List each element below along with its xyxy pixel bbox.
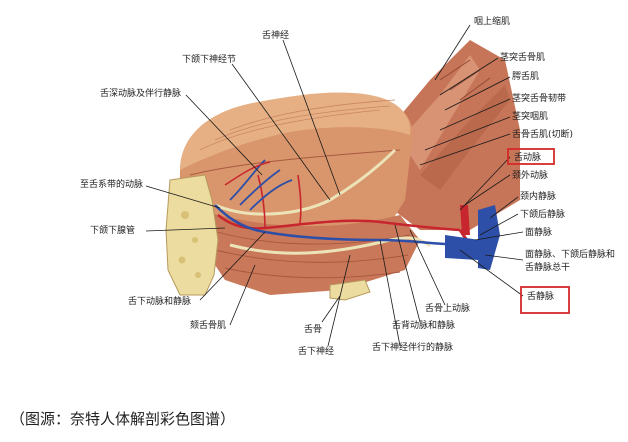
lingual-artery-path: [217, 214, 461, 232]
label-external-carotid: 颈外动脉: [512, 169, 548, 181]
mandible-bone: [165, 174, 219, 296]
label-common-trunk-line1: 面静脉、下颌后静脉和: [525, 248, 615, 260]
labels: 咽上缩肌 茎突舌骨肌 腭舌肌 茎突舌骨韧带 茎突咽肌 舌骨舌肌(切断) 舌动脉 …: [80, 15, 615, 357]
label-genioglossus: 颏舌骨肌: [190, 319, 226, 331]
label-suprahyoid-artery: 舌骨上动脉: [425, 302, 470, 314]
anatomy-illustration: [165, 40, 520, 301]
highlight-box-lingual-artery: [507, 148, 555, 165]
label-internal-jugular: 颈内静脉: [520, 190, 556, 202]
label-stylopharyngeus: 茎突咽肌: [512, 110, 548, 122]
label-submandibular-duct: 下颌下腺管: [90, 224, 135, 236]
label-styloglossus: 茎突舌骨肌: [500, 51, 545, 63]
label-lingual-vein: 舌静脉: [527, 290, 554, 302]
tongue-dorsum: [180, 92, 411, 170]
label-lingual-nerve: 舌神经: [262, 29, 289, 41]
leader-lines: [145, 24, 524, 347]
label-sublingual-vessels: 舌下动脉和静脉: [128, 295, 191, 307]
label-pharyngeal-constrictor: 咽上缩肌: [474, 15, 510, 27]
figure-caption: （图源：奈特人体解剖彩色图谱）: [10, 410, 236, 428]
highlight-box-lingual-vein: [520, 286, 570, 314]
label-hypoglossal-nerve: 舌下神经: [298, 345, 334, 357]
label-stylohyoid-ligament: 茎突舌骨韧带: [512, 92, 566, 104]
label-palatoglossus: 腭舌肌: [512, 71, 539, 82]
hypoglossal-nerve-path: [229, 236, 431, 255]
label-common-trunk-line2: 舌静脉总干: [525, 261, 570, 273]
label-submandibular-ganglion: 下颌下神经节: [182, 53, 236, 65]
label-frenulum-artery: 至舌系带的动脉: [80, 178, 143, 190]
label-retromandibular-vein: 下颌后静脉: [520, 208, 565, 220]
pharyngeal-muscle-mass: [380, 40, 520, 230]
label-dorsal-lingual: 舌背动脉和静脉: [392, 319, 455, 331]
label-facial-vein: 面静脉: [525, 226, 552, 238]
label-hyoid: 舌骨: [304, 324, 322, 335]
lingual-vein-path: [214, 204, 471, 247]
label-lingual-artery: 舌动脉: [514, 151, 541, 163]
label-hyoglossus-cut: 舌骨舌肌(切断): [512, 128, 573, 140]
label-deep-lingual: 舌深动脉及伴行静脉: [100, 87, 181, 99]
label-hypoglossal-comitant: 舌下神经伴行的静脉: [372, 341, 453, 353]
